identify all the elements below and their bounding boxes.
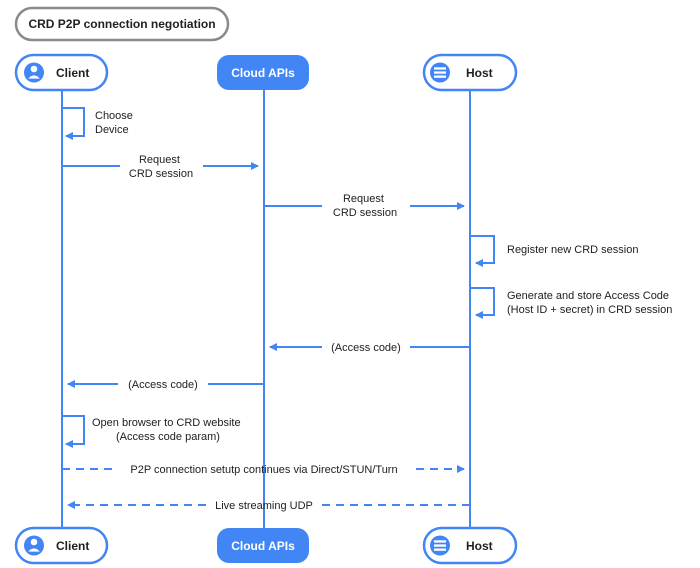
message-label: (Access code) bbox=[128, 379, 198, 391]
participant-cloud-top: Cloud APIs bbox=[217, 55, 309, 90]
host-label: Host bbox=[466, 539, 493, 553]
message-label: Choose Device bbox=[95, 110, 136, 136]
message-request-client-to-cloud: Request CRD session bbox=[62, 154, 259, 180]
message-p2p-setup: P2P connection setutp continues via Dire… bbox=[62, 464, 465, 476]
participant-client-bottom: Client bbox=[14, 526, 109, 565]
message-label: (Access code) bbox=[331, 342, 401, 354]
client-label: Client bbox=[56, 66, 89, 80]
participant-client-top: Client bbox=[14, 53, 109, 92]
host-label: Host bbox=[466, 66, 493, 80]
message-register-session: Register new CRD session bbox=[470, 235, 638, 267]
message-label: Generate and store Access Code (Host ID … bbox=[507, 290, 672, 316]
message-label: Live streaming UDP bbox=[215, 500, 313, 512]
diagram-title: CRD P2P connection negotiation bbox=[14, 6, 230, 42]
cloud-label: Cloud APIs bbox=[231, 66, 295, 80]
participant-host-bottom: Host bbox=[422, 526, 518, 565]
participant-host-top: Host bbox=[422, 53, 518, 92]
message-label: Register new CRD session bbox=[507, 244, 638, 256]
diagram-title-text: CRD P2P connection negotiation bbox=[28, 17, 215, 31]
message-label: Open browser to CRD website (Access code… bbox=[92, 417, 244, 443]
participant-cloud-bottom: Cloud APIs bbox=[217, 528, 309, 563]
message-generate-access-code: Generate and store Access Code (Host ID … bbox=[470, 287, 672, 319]
message-open-browser: Open browser to CRD website (Access code… bbox=[62, 415, 244, 448]
message-label: Request CRD session bbox=[129, 154, 193, 180]
message-label: P2P connection setutp continues via Dire… bbox=[130, 464, 397, 476]
message-label: Request CRD session bbox=[333, 193, 397, 219]
person-icon bbox=[24, 62, 44, 83]
message-live-streaming: Live streaming UDP bbox=[67, 500, 470, 512]
message-access-code-cloud-to-client: (Access code) bbox=[67, 379, 264, 391]
message-access-code-host-to-cloud: (Access code) bbox=[269, 342, 470, 354]
server-icon bbox=[430, 535, 450, 556]
cloud-label: Cloud APIs bbox=[231, 539, 295, 553]
message-choose-device: Choose Device bbox=[62, 107, 136, 140]
person-icon bbox=[24, 535, 44, 556]
client-label: Client bbox=[56, 539, 89, 553]
server-icon bbox=[430, 62, 450, 83]
message-request-cloud-to-host: Request CRD session bbox=[264, 193, 465, 219]
